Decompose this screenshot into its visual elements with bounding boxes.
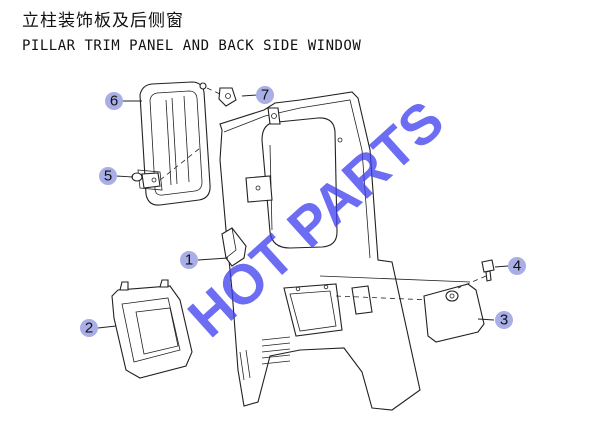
callout-2-label: 2 <box>85 320 93 337</box>
part-3-cover[interactable] <box>423 283 485 343</box>
title-english: PILLAR TRIM PANEL AND BACK SIDE WINDOW <box>22 38 362 54</box>
pillar-trim-panel[interactable] <box>219 91 471 411</box>
callout-5-label: 5 <box>104 168 112 185</box>
callout-7-label: 7 <box>261 87 269 104</box>
part-7-clip[interactable] <box>199 82 237 107</box>
callout-3-label: 3 <box>500 312 508 329</box>
callout-6: 6 <box>105 92 123 110</box>
callout-1-label: 1 <box>185 252 193 269</box>
callout-3: 3 <box>495 311 513 329</box>
callout-1: 1 <box>180 251 198 269</box>
callout-2: 2 <box>80 319 98 337</box>
part-2-tray[interactable] <box>111 279 193 379</box>
part-4-fastener[interactable] <box>457 259 495 289</box>
callout-4: 4 <box>508 257 526 275</box>
callout-6-label: 6 <box>110 93 118 110</box>
title-chinese: 立柱装饰板及后侧窗 <box>22 11 184 31</box>
callout-5: 5 <box>99 167 117 185</box>
callout-7: 7 <box>256 86 274 104</box>
callout-4-label: 4 <box>513 258 521 275</box>
